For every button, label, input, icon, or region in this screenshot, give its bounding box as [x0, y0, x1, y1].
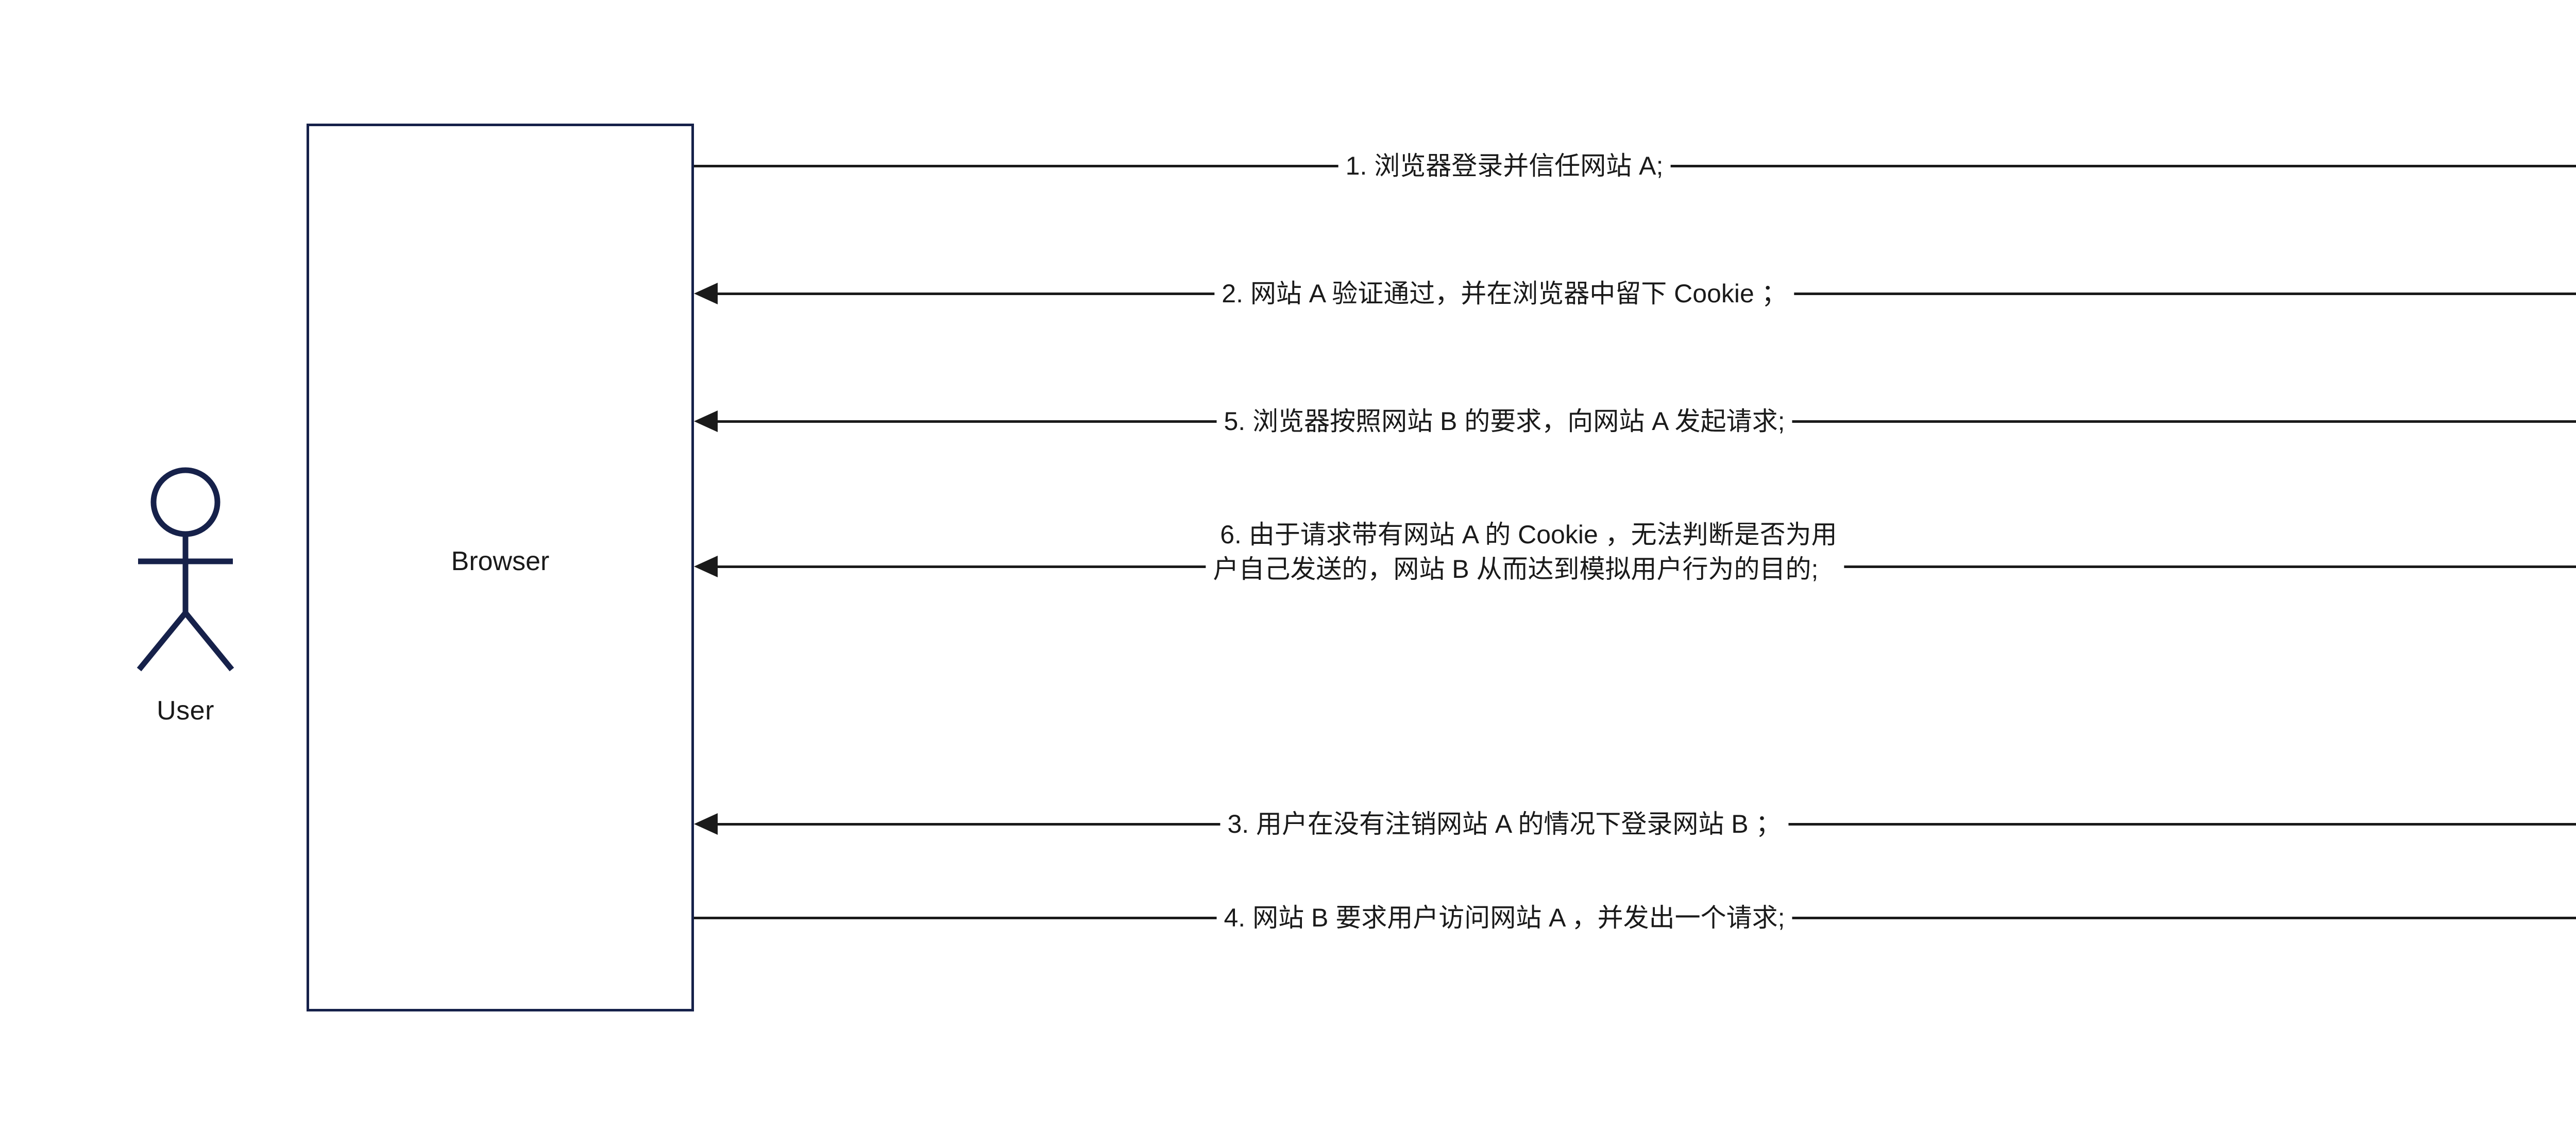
- message-label-1: 1. 浏览器登录并信任网站 A;: [1338, 153, 1671, 179]
- message-label-5: 5. 浏览器按照网站 B 的要求，向网站 A 发起请求;: [1216, 408, 1792, 434]
- message-label-4: 4. 网站 B 要求用户访问网站 A ，并发出一个请求;: [1216, 905, 1792, 931]
- message-label-6: 6. 由于请求带有网站 A 的 Cookie ，无法判断是否为用 户自己发送的，…: [1206, 518, 1844, 587]
- arrowhead-left-2: [694, 283, 718, 304]
- arrowhead-left-3: [694, 813, 718, 835]
- arrowhead-left-6: [694, 556, 718, 577]
- actor-user: [124, 464, 247, 680]
- participant-browser-label: Browser: [451, 546, 550, 576]
- participant-browser-box: [307, 124, 694, 1011]
- arrowhead-left-5: [694, 410, 718, 432]
- message-label-2: 2. 网站 A 验证通过，并在浏览器中留下 Cookie ；: [1214, 281, 1794, 306]
- stick-figure-actor-icon: [124, 464, 247, 680]
- message-label-3: 3. 用户在没有注销网站 A 的情况下登录网站 B ；: [1220, 811, 1789, 837]
- actor-user-label: User: [157, 696, 214, 726]
